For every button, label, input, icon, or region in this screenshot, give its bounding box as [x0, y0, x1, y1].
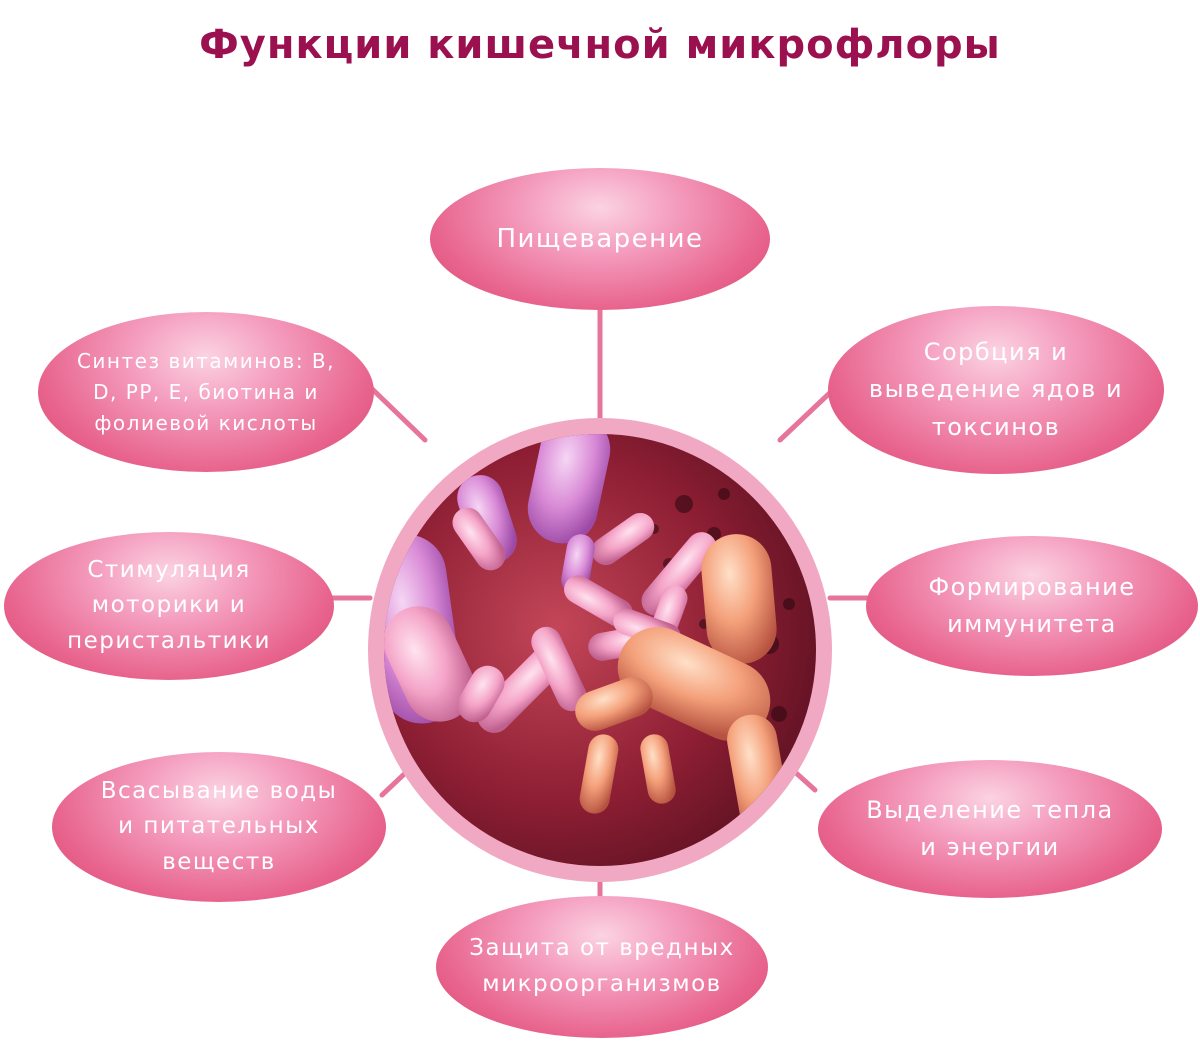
- node-protection: Защита от вредных микроорганизмов: [436, 896, 768, 1038]
- node-absorption: Всасывание воды и питательных веществ: [52, 752, 386, 902]
- node-vitamins: Синтез витаминов: B, D, PP, E, биотина и…: [38, 312, 374, 472]
- connector-vitamins: [365, 382, 428, 443]
- bacteria-image: [384, 434, 816, 866]
- node-sorption: Сорбция и выведение ядов и токсинов: [828, 306, 1164, 474]
- node-motility: Стимуляция моторики и перистальтики: [4, 532, 334, 680]
- node-sorption-label: Сорбция и выведение ядов и токсинов: [868, 338, 1124, 441]
- node-immunity: Формирование иммунитета: [866, 536, 1198, 676]
- node-heat-label: Выделение тепла и энергии: [866, 795, 1114, 861]
- node-immunity-label: Формирование иммунитета: [928, 572, 1136, 638]
- node-absorption-label: Всасывание воды и питательных веществ: [100, 777, 338, 875]
- central-hub: [368, 418, 832, 882]
- node-digestion: Пищеварение: [430, 168, 770, 310]
- node-protection-label: Защита от вредных микроорганизмов: [469, 935, 735, 997]
- node-heat: Выделение тепла и энергии: [818, 760, 1162, 898]
- connector-sorption: [777, 385, 838, 443]
- page-title: Функции кишечной микрофлоры: [199, 22, 1001, 68]
- node-digestion-label: Пищеварение: [496, 223, 704, 254]
- node-motility-label: Стимуляция моторики и перистальтики: [67, 556, 271, 654]
- node-vitamins-label: Синтез витаминов: B, D, PP, E, биотина и…: [76, 348, 336, 435]
